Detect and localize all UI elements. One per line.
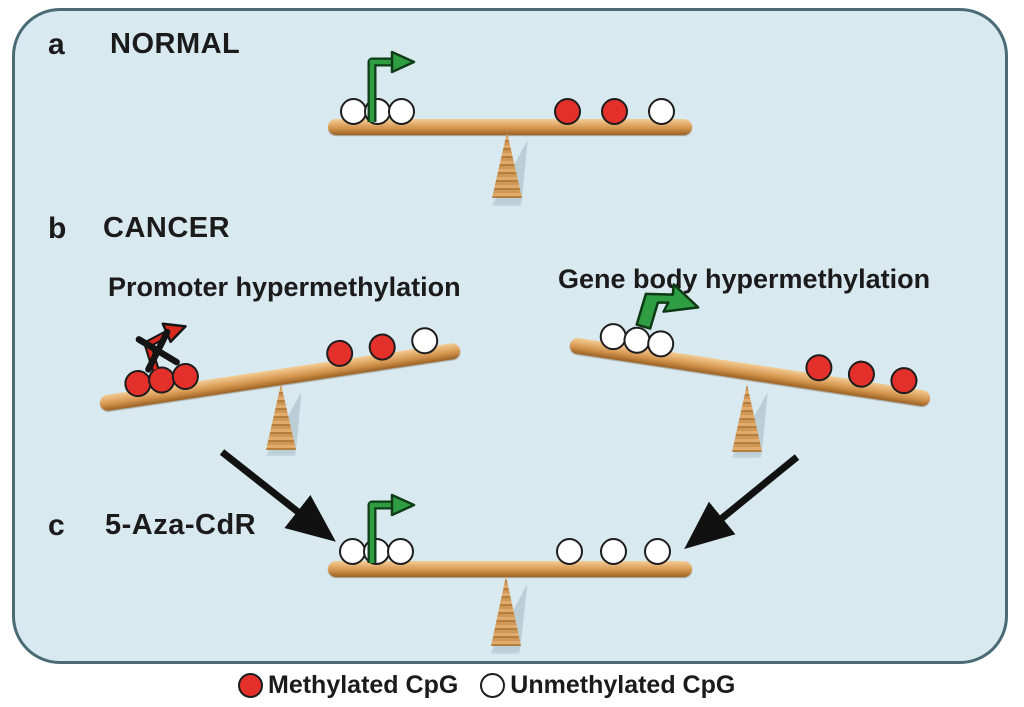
cpg-group-gene-body <box>554 98 675 125</box>
methylated-cpg-circle <box>846 358 877 390</box>
unmethylated-cpg-circle <box>340 98 367 125</box>
legend-label-unmethylated: Unmethylated CpG <box>510 671 736 699</box>
unmethylated-cpg-circle <box>388 98 415 125</box>
methylated-cpg-circle <box>324 338 356 369</box>
methylated-cpg-circle <box>601 98 628 125</box>
gene-body-hypermethylation-label: Gene body hypermethylation <box>558 264 931 294</box>
section-c-letter: c <box>48 509 65 542</box>
transcription-blocked-arrow-icon <box>135 322 187 373</box>
seesaw-normal <box>328 50 692 140</box>
methylated-cpg-circle <box>554 98 581 125</box>
legend-item-methylated: Methylated CpG <box>238 671 458 700</box>
cpg-group-gene-body <box>556 538 671 565</box>
seesaw-plank <box>328 119 692 135</box>
transcription-active-arrow-icon <box>367 50 416 122</box>
methylated-cpg-circle <box>366 331 398 363</box>
methylated-cpg-circle <box>803 352 835 384</box>
legend: Methylated CpG Unmethylated CpG <box>238 671 735 700</box>
transcription-active-arrow-icon <box>367 493 416 563</box>
seesaw-plank <box>328 561 692 577</box>
section-a-letter: a <box>48 28 65 61</box>
section-c-title: 5-Aza-CdR <box>105 509 257 541</box>
section-b-letter: b <box>48 212 67 245</box>
legend-item-unmethylated: Unmethylated CpG <box>480 671 735 700</box>
seesaw-treated <box>328 490 692 580</box>
unmethylated-cpg-circle <box>644 538 671 565</box>
methylated-cpg-icon <box>238 673 263 698</box>
unmethylated-cpg-icon <box>480 673 506 698</box>
unmethylated-cpg-circle <box>600 538 627 565</box>
transcription-active-block-arrow-icon <box>635 283 700 330</box>
section-b-title: CANCER <box>103 212 231 244</box>
unmethylated-cpg-circle <box>409 325 441 357</box>
figure-panel <box>12 8 1008 664</box>
seesaw-gene-body-hyper <box>561 283 939 458</box>
seesaw-promoter-hyper <box>91 291 469 463</box>
unmethylated-cpg-circle <box>387 538 414 565</box>
methylated-cpg-circle <box>888 365 920 396</box>
legend-label-methylated: Methylated CpG <box>268 671 459 699</box>
unmethylated-cpg-circle <box>556 538 583 565</box>
unmethylated-cpg-circle <box>648 98 675 125</box>
promoter-hypermethylation-label: Promoter hypermethylation <box>108 272 461 302</box>
section-a-title: NORMAL <box>110 28 241 60</box>
